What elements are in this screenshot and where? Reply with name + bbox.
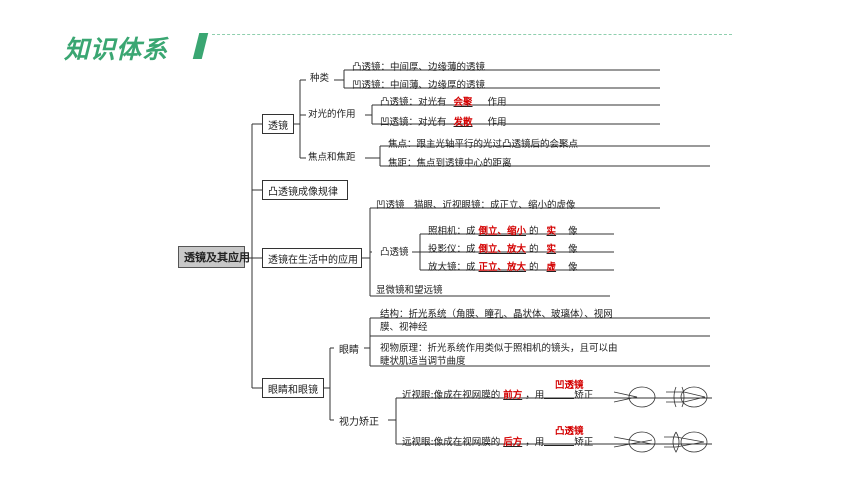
eye-principle-2: 睫状肌适当调节曲度 bbox=[380, 356, 466, 367]
camera-answer-2: 实 bbox=[546, 226, 557, 237]
lens-focus-length: 焦距：焦点到透镜中心的距离 bbox=[388, 158, 512, 169]
myopia-lens-answer: 凹透镜 bbox=[555, 380, 584, 391]
magnifier-prefix: 放大镜：成 bbox=[428, 262, 476, 273]
life-projector: 投影仪：成倒立、放大的实像 bbox=[428, 243, 578, 256]
node-eye: 眼睛和眼镜 bbox=[262, 378, 324, 398]
hyperopia-prefix: 远视眼:像成在视网膜的 bbox=[402, 437, 501, 448]
node-lens-label: 透镜 bbox=[268, 120, 288, 132]
myopia-diagram bbox=[613, 386, 708, 408]
lens-effect-concave: 凹透镜：对光有发散 作用 bbox=[380, 116, 507, 129]
hyperopia-line: 远视眼:像成在视网膜的后方，用 矫正 bbox=[402, 436, 593, 449]
effect-concave-answer: 发散 bbox=[453, 117, 473, 128]
effect-convex-suffix: 作用 bbox=[487, 97, 507, 108]
myopia-mid: ，用 bbox=[525, 390, 545, 401]
projector-suffix: 像 bbox=[568, 244, 578, 255]
eye-structure-2: 膜、视神经 bbox=[380, 322, 428, 333]
lens-focus-label: 焦点和焦距 bbox=[308, 152, 356, 163]
hyperopia-blank bbox=[544, 436, 575, 446]
magnifier-suffix: 像 bbox=[568, 262, 578, 273]
projector-mid: 的 bbox=[529, 244, 539, 255]
title-divider bbox=[212, 34, 732, 35]
effect-convex-prefix: 凸透镜：对光有 bbox=[380, 97, 447, 108]
lens-types-concave: 凹透镜：中间薄、边缘厚的透镜 bbox=[352, 80, 486, 91]
lens-effect-convex: 凸透镜：对光有会聚 作用 bbox=[380, 96, 507, 109]
lens-focus-point: 焦点：跟主光轴平行的光过凸透镜后的会聚点 bbox=[388, 139, 579, 150]
node-correction: 视力矫正 bbox=[334, 411, 388, 429]
projector-answer-1: 倒立、放大 bbox=[478, 244, 527, 255]
node-life: 透镜在生活中的应用 bbox=[262, 248, 362, 268]
life-convex-label: 凸透镜 bbox=[380, 247, 409, 258]
hyperopia-position: 后方 bbox=[503, 437, 523, 448]
life-concave: 凹透镜 猫眼、近视眼镜：成正立、缩小的虚像 bbox=[376, 200, 576, 211]
myopia-blank bbox=[544, 389, 575, 399]
hyperopia-mid: ，用 bbox=[525, 437, 545, 448]
node-imaging-rule-label: 凸透镜成像规律 bbox=[268, 186, 338, 198]
hyperopia-diagram bbox=[613, 431, 708, 453]
node-imaging-rule: 凸透镜成像规律 bbox=[262, 180, 348, 200]
hyperopia-suffix: 矫正 bbox=[574, 437, 594, 448]
life-microscope: 显微镜和望远镜 bbox=[376, 285, 443, 296]
camera-suffix: 像 bbox=[568, 226, 578, 237]
node-eye-label: 眼睛和眼镜 bbox=[268, 384, 318, 396]
camera-prefix: 照相机：成 bbox=[428, 226, 476, 237]
node-eyeball: 眼睛 bbox=[334, 339, 364, 357]
eye-structure-1: 结构：折光系统（角膜、瞳孔、晶状体、玻璃体）、视网 bbox=[380, 309, 613, 320]
camera-answer-1: 倒立、缩小 bbox=[478, 226, 527, 237]
lens-types-label: 种类 bbox=[310, 73, 330, 84]
effect-concave-suffix: 作用 bbox=[487, 117, 507, 128]
magnifier-answer-2: 虚 bbox=[546, 262, 557, 273]
magnifier-answer-1: 正立、放大 bbox=[478, 262, 527, 273]
myopia-line: 近视眼:像成在视网膜的前方，用 矫正 bbox=[402, 389, 593, 402]
lens-effect-label: 对光的作用 bbox=[308, 109, 356, 120]
node-eyeball-label: 眼睛 bbox=[339, 344, 359, 356]
hyperopia-lens-answer: 凸透镜 bbox=[555, 426, 584, 437]
life-magnifier: 放大镜：成正立、放大的虚像 bbox=[428, 261, 578, 274]
node-correction-label: 视力矫正 bbox=[339, 416, 379, 428]
life-camera: 照相机：成倒立、缩小的实像 bbox=[428, 225, 578, 238]
lens-types-convex: 凸透镜：中间厚、边缘薄的透镜 bbox=[352, 62, 486, 73]
node-lens: 透镜 bbox=[262, 114, 294, 134]
root-label: 透镜及其应用 bbox=[184, 251, 250, 264]
camera-mid: 的 bbox=[529, 226, 539, 237]
myopia-prefix: 近视眼:像成在视网膜的 bbox=[402, 390, 501, 401]
projector-prefix: 投影仪：成 bbox=[428, 244, 476, 255]
root-node: 透镜及其应用 bbox=[178, 246, 250, 268]
myopia-suffix: 矫正 bbox=[574, 390, 594, 401]
node-life-label: 透镜在生活中的应用 bbox=[268, 254, 358, 266]
eye-principle-1: 视物原理：折光系统作用类似于照相机的镜头，且可以由 bbox=[380, 343, 618, 354]
page-title: 知识体系 bbox=[64, 35, 169, 64]
effect-convex-answer: 会聚 bbox=[453, 97, 473, 108]
magnifier-mid: 的 bbox=[529, 262, 539, 273]
myopia-position: 前方 bbox=[503, 390, 523, 401]
projector-answer-2: 实 bbox=[546, 244, 557, 255]
effect-concave-prefix: 凹透镜：对光有 bbox=[380, 117, 447, 128]
